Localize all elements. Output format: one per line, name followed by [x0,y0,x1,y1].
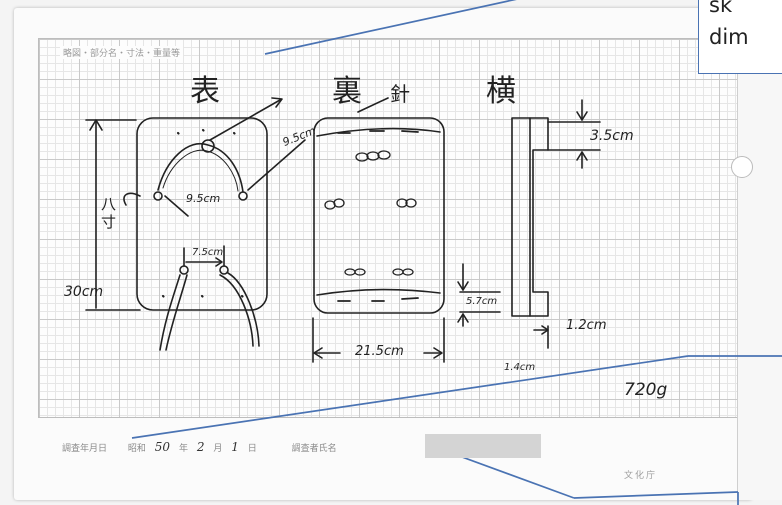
callout-line-2: dim [709,25,749,49]
side-panel [737,70,782,500]
day-unit: 日 [247,444,257,454]
dim-width: 21.5cm [355,344,404,359]
side-view-outline [511,117,549,317]
survey-form-row: 調査年月日 昭和 50 年 2 月 1 日 調査者氏名 [62,440,343,454]
year-unit: 年 [178,444,188,454]
dim-side-thickness: 1.4cm [504,362,536,373]
dim-hole-spacing: 7.5cm [192,247,224,258]
survey-date-label: 調査年月日 [62,444,108,454]
survey-year: 50 [154,440,171,454]
front-label: 表 [190,74,220,109]
graph-paper-area [38,38,740,418]
dim-side-gap: 1.2cm [566,318,607,333]
dim-bottom-margin: 5.7cm [466,296,498,307]
callout-line-1: sk [709,0,733,17]
redacted-surveyor-name [425,434,541,458]
binder-hole [731,156,753,178]
dim-height: 30cm [64,284,104,300]
surveyor-label: 調査者氏名 [291,444,337,454]
dim-cord-span: 9.5cm [186,192,221,205]
survey-month: 2 [196,440,205,454]
era-label: 昭和 [127,444,146,454]
needle-label: 針 [390,82,410,106]
annotation-callout: sk dim [698,0,782,74]
form-header-label: 略図・部分名・寸法・重量等 [60,46,184,59]
side-label: 横 [486,74,516,109]
back-board-outline [313,117,445,314]
month-unit: 月 [213,444,223,454]
survey-day: 1 [231,440,239,454]
height-label: 八寸 [101,195,117,231]
front-board-outline [136,117,268,311]
dim-side-top: 3.5cm [590,128,634,144]
strap-left [159,274,181,351]
front-cord [157,142,244,193]
strap-right [219,274,254,347]
weight-value: 720g [624,380,668,400]
back-label: 裏 [332,74,362,109]
agency-name: 文化庁 [624,471,658,481]
